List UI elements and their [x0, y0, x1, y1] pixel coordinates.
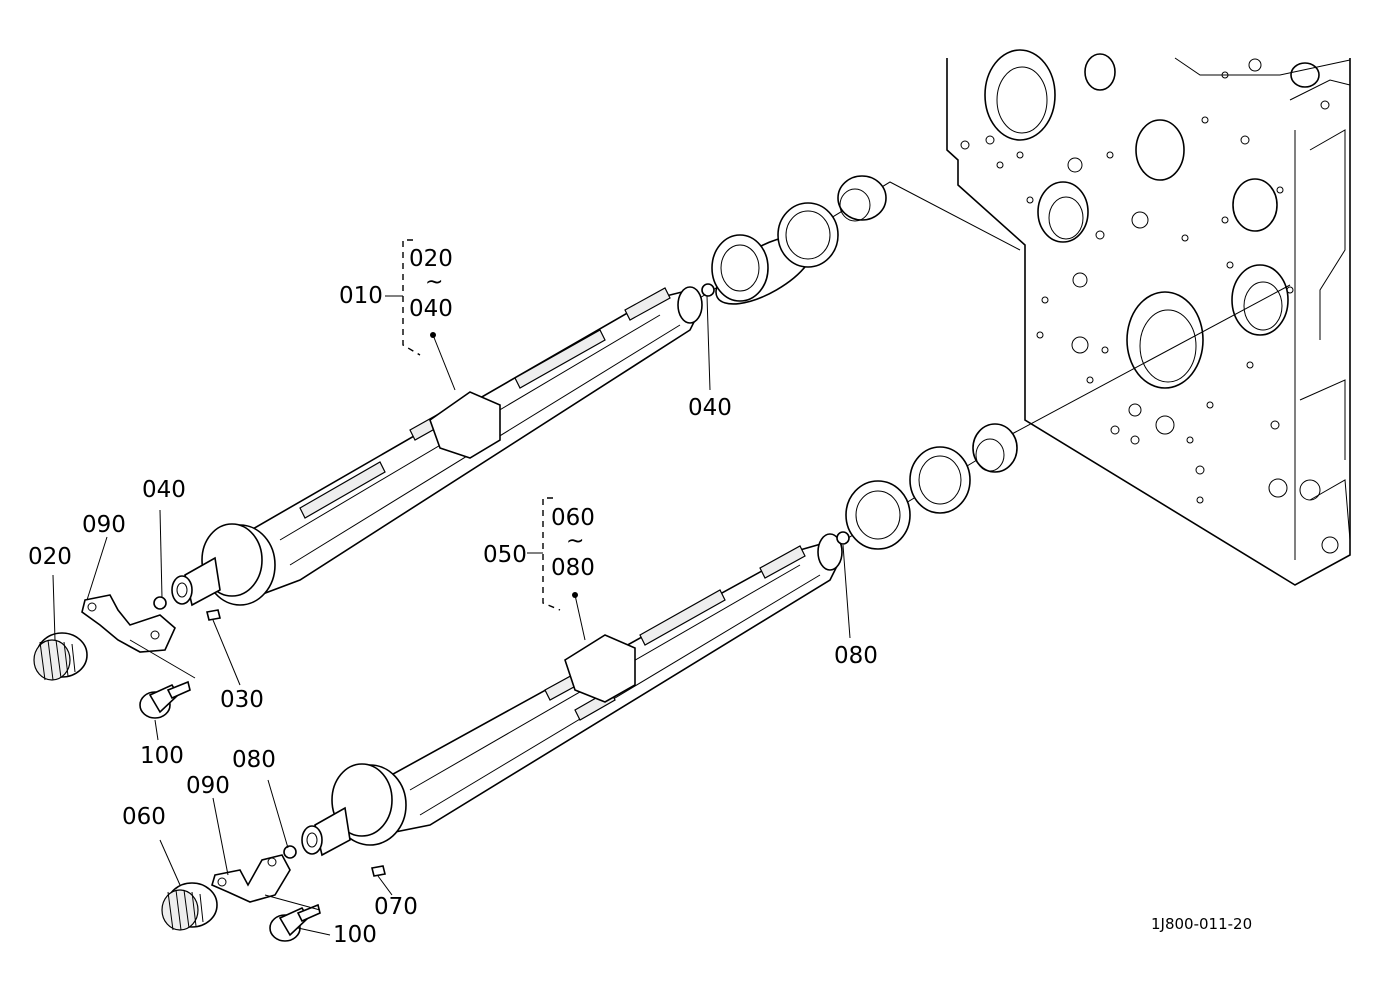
- bushing-upper-small: [837, 175, 887, 222]
- block-bore-upper: [984, 49, 1289, 336]
- block-bore-lower: [1084, 53, 1320, 389]
- label-assembly-lower-start: 060: [551, 505, 595, 531]
- gear-upper: [33, 632, 88, 681]
- pin-upper: [206, 609, 221, 621]
- leader-lines: [52, 239, 851, 936]
- ball-lower-rear: [836, 531, 850, 545]
- label-gear-upper: 020: [28, 544, 72, 570]
- label-assembly-lower-end: 080: [551, 555, 595, 581]
- camshaft-lower: [301, 533, 843, 857]
- label-ball-lower-rear: 080: [834, 643, 878, 669]
- gear-lower: [161, 882, 218, 931]
- label-assembly-upper-end: 040: [409, 296, 453, 322]
- label-assembly-upper-sep: ~: [425, 270, 443, 295]
- ball-upper-rear: [701, 283, 715, 297]
- ball-lower-front: [283, 845, 297, 859]
- thrust-plate-upper: [81, 594, 176, 653]
- label-pin-upper: 030: [220, 687, 264, 713]
- callout-labels: 010 020 ~ 040 050 060 ~ 080 020 090 040 …: [28, 246, 1252, 948]
- pin-lower: [371, 865, 386, 877]
- label-plate-lower: 090: [186, 773, 230, 799]
- ball-upper-front: [153, 596, 167, 610]
- label-ball-lower-front: 080: [232, 747, 276, 773]
- label-assembly-upper: 010: [339, 283, 383, 309]
- assembly-axis-lines: [679, 181, 1291, 556]
- camshaft-upper: [171, 286, 703, 607]
- label-assembly-lower: 050: [483, 542, 527, 568]
- bolt-lower: [269, 903, 321, 942]
- bushing-lower-small: [972, 423, 1018, 473]
- engine-block: [946, 49, 1351, 586]
- block-holes: [960, 58, 1339, 554]
- label-bolt-upper: 100: [140, 743, 184, 769]
- label-ball-upper-front: 040: [142, 477, 186, 503]
- bushing-upper-medium: [777, 202, 839, 268]
- thrust-plate-lower: [211, 854, 291, 903]
- label-ball-upper-rear: 040: [688, 395, 732, 421]
- bushing-lower-medium: [909, 446, 971, 514]
- bushing-lower-large: [845, 480, 911, 550]
- label-bolt-lower: 100: [333, 922, 377, 948]
- label-pin-lower: 070: [374, 894, 418, 920]
- bolt-upper: [139, 680, 191, 719]
- label-gear-lower: 060: [122, 804, 166, 830]
- label-assembly-lower-sep: ~: [566, 529, 584, 554]
- label-assembly-upper-start: 020: [409, 246, 453, 272]
- label-plate-upper: 090: [82, 512, 126, 538]
- drawing-id: 1J800-011-20: [1151, 915, 1252, 933]
